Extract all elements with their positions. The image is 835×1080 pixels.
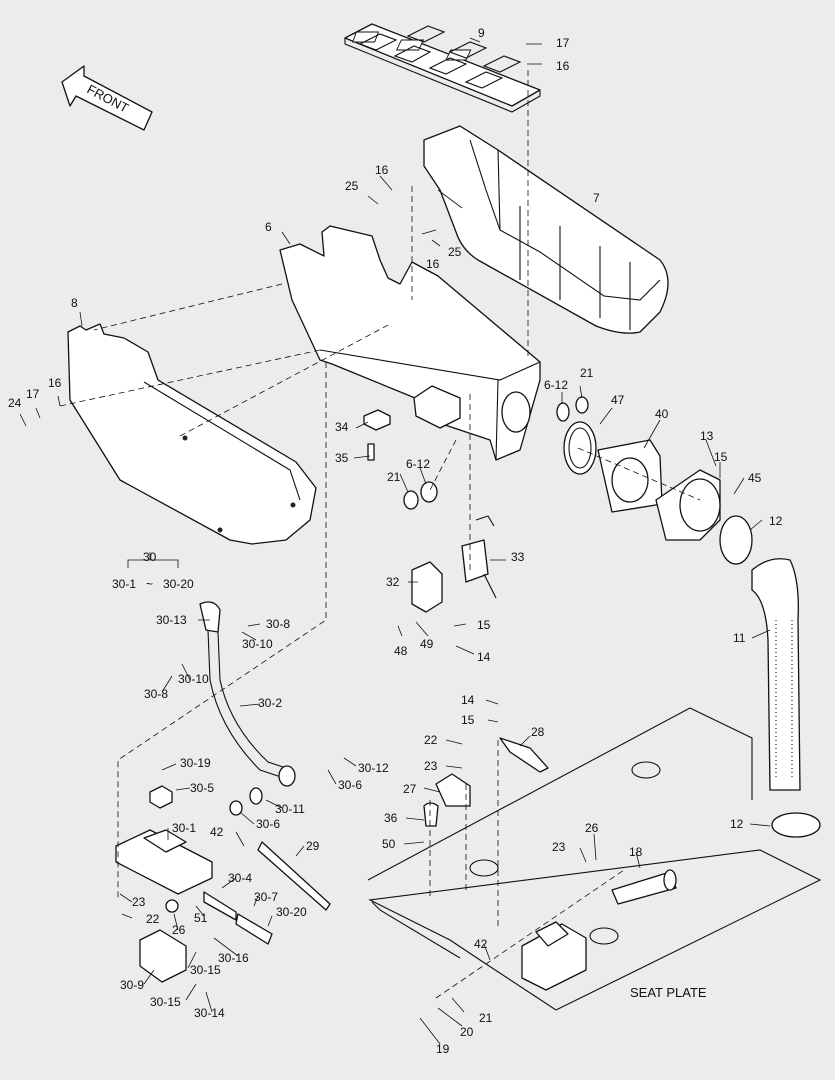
grille-cover-part-9 bbox=[344, 23, 541, 113]
callout-15: 15 bbox=[714, 450, 728, 464]
callout-21: 21 bbox=[387, 470, 401, 484]
callout-47: 47 bbox=[611, 393, 625, 407]
callout-13: 13 bbox=[700, 429, 714, 443]
group-range-sep: ~ bbox=[146, 577, 153, 591]
callout-6-12: 6-12 bbox=[406, 457, 430, 471]
callout-23: 23 bbox=[552, 840, 566, 854]
flexible-hose-part-11 bbox=[751, 558, 821, 838]
callout-30-19: 30-19 bbox=[180, 756, 211, 770]
callout-6-12: 6-12 bbox=[544, 378, 568, 392]
callout-30-15: 30-15 bbox=[150, 995, 181, 1009]
callout-49: 49 bbox=[420, 637, 434, 651]
callout-26: 26 bbox=[172, 923, 186, 937]
callout-40: 40 bbox=[655, 407, 669, 421]
duct-cover-part-7 bbox=[423, 125, 669, 334]
callout-36: 36 bbox=[384, 811, 398, 825]
group-30-label: 30 30-1 ~ 30-20 bbox=[112, 550, 194, 591]
callout-30-7: 30-7 bbox=[254, 890, 278, 904]
callout-30-9: 30-9 bbox=[120, 978, 144, 992]
callout-21: 21 bbox=[580, 366, 594, 380]
callout-6: 6 bbox=[265, 220, 272, 234]
callout-30-10: 30-10 bbox=[178, 672, 209, 686]
group-range-start: 30-1 bbox=[112, 577, 136, 591]
callout-16: 16 bbox=[375, 163, 389, 177]
group-id: 30 bbox=[143, 550, 157, 564]
leader-lines bbox=[19, 37, 771, 1045]
callout-16: 16 bbox=[48, 376, 62, 390]
callout-9: 9 bbox=[478, 26, 485, 40]
callout-30-14: 30-14 bbox=[194, 1006, 225, 1020]
callout-51: 51 bbox=[194, 911, 208, 925]
callout-35: 35 bbox=[335, 451, 349, 465]
callout-16: 16 bbox=[556, 59, 570, 73]
callout-15: 15 bbox=[477, 618, 491, 632]
callout-23: 23 bbox=[424, 759, 438, 773]
callout-30-16: 30-16 bbox=[218, 951, 249, 965]
callout-48: 48 bbox=[394, 644, 408, 658]
callout-17: 17 bbox=[26, 387, 40, 401]
callout-17: 17 bbox=[556, 36, 570, 50]
pedal-assembly bbox=[115, 601, 331, 983]
switch-bracket bbox=[411, 515, 497, 613]
callout-8: 8 bbox=[71, 296, 78, 310]
callout-27: 27 bbox=[403, 782, 417, 796]
callout-24: 24 bbox=[8, 396, 22, 410]
front-direction-arrow: FRONT bbox=[61, 65, 153, 131]
callout-30-1: 30-1 bbox=[172, 821, 196, 835]
callout-7: 7 bbox=[593, 191, 600, 205]
callout-14: 14 bbox=[477, 650, 491, 664]
callout-30-13: 30-13 bbox=[156, 613, 187, 627]
callout-30-12: 30-12 bbox=[358, 761, 389, 775]
callout-29: 29 bbox=[306, 839, 320, 853]
callout-21: 21 bbox=[479, 1011, 493, 1025]
callout-16: 16 bbox=[426, 257, 440, 271]
callout-28: 28 bbox=[531, 725, 545, 739]
callout-20: 20 bbox=[460, 1025, 474, 1039]
callout-50: 50 bbox=[382, 837, 396, 851]
callout-34: 34 bbox=[335, 420, 349, 434]
callout-30-10: 30-10 bbox=[242, 637, 273, 651]
callout-30-8: 30-8 bbox=[266, 617, 290, 631]
seat-plate-label: SEAT PLATE bbox=[630, 985, 707, 1000]
callout-14: 14 bbox=[461, 693, 475, 707]
callout-33: 33 bbox=[511, 550, 525, 564]
callout-30-11: 30-11 bbox=[275, 802, 305, 816]
callout-19: 19 bbox=[436, 1042, 450, 1056]
callout-30-5: 30-5 bbox=[190, 781, 214, 795]
callout-30-15: 30-15 bbox=[190, 963, 221, 977]
callout-30-2: 30-2 bbox=[258, 696, 282, 710]
hose-fittings bbox=[403, 396, 753, 565]
callout-25: 25 bbox=[345, 179, 359, 193]
callout-26: 26 bbox=[585, 821, 599, 835]
callout-23: 23 bbox=[132, 895, 146, 909]
seat-plate bbox=[367, 707, 822, 1011]
callout-42: 42 bbox=[474, 937, 488, 951]
bracket-part-34 bbox=[363, 409, 391, 461]
callout-30-6: 30-6 bbox=[338, 778, 362, 792]
callout-12: 12 bbox=[769, 514, 783, 528]
callout-12: 12 bbox=[730, 817, 744, 831]
callout-22: 22 bbox=[146, 912, 160, 926]
duct-housing-part-6 bbox=[279, 225, 541, 461]
side-cover-part-8 bbox=[67, 323, 317, 545]
callout-32: 32 bbox=[386, 575, 400, 589]
callout-30-4: 30-4 bbox=[228, 871, 252, 885]
callout-30-20: 30-20 bbox=[276, 905, 307, 919]
callout-30-6: 30-6 bbox=[256, 817, 280, 831]
callout-15: 15 bbox=[461, 713, 475, 727]
callout-42: 42 bbox=[210, 825, 224, 839]
callout-11: 11 bbox=[733, 631, 746, 645]
group-range-end: 30-20 bbox=[163, 577, 194, 591]
callout-25: 25 bbox=[448, 245, 462, 259]
assembly-lines bbox=[59, 70, 701, 999]
callout-45: 45 bbox=[748, 471, 762, 485]
callout-22: 22 bbox=[424, 733, 438, 747]
callout-30-8: 30-8 bbox=[144, 687, 168, 701]
callout-labels: 9 17 16 7 25 16 6 25 16 8 24 17 16 21 6-… bbox=[8, 26, 783, 1056]
callout-18: 18 bbox=[629, 845, 643, 859]
